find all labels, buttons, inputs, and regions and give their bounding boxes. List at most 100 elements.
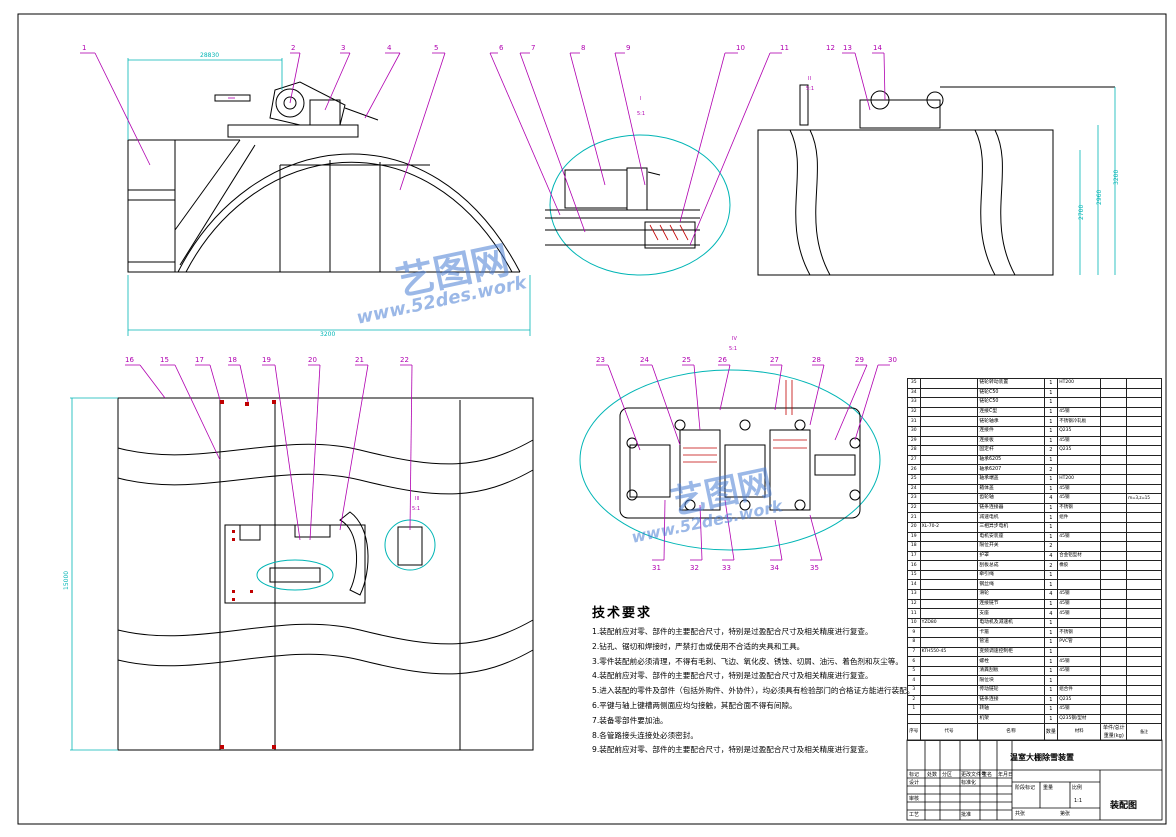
callout-32: 32 (690, 564, 699, 572)
bom-cell-mass (1100, 560, 1128, 571)
callout-16: 16 (125, 356, 134, 364)
callout-2: 2 (291, 44, 295, 52)
bom-cell-code (919, 541, 979, 552)
bom-cell-name: 螺栓 (977, 656, 1045, 667)
tech-line-4: 4.装配前应对零、部件的主要配合尺寸，特别是过盈配合尺寸及相关精度进行复查。 (592, 671, 873, 681)
callout-9: 9 (626, 44, 630, 52)
bom-cell-no: 20 (907, 521, 921, 533)
callout-18: 18 (228, 356, 237, 364)
bom-cell-rem (1126, 704, 1162, 715)
bom-cell-rem (1126, 569, 1162, 581)
bom-cell-qty: 1 (1043, 685, 1059, 696)
bom-cell-qty: 1 (1043, 512, 1059, 523)
bom-header-qty: 数量 (1043, 723, 1059, 742)
bom-cell-no: 4 (907, 675, 921, 686)
bom-cell-code (919, 685, 979, 696)
bom-cell-code (919, 454, 979, 466)
bom-cell-mat: Q235钢/型材 (1057, 713, 1102, 725)
bom-cell-rem (1126, 425, 1162, 437)
bom-cell-qty: 2 (1043, 560, 1059, 571)
technical-requirements-title: 技术要求 (592, 606, 653, 621)
bom-cell-mass (1100, 675, 1128, 686)
bom-cell-mat: 45钢 (1057, 665, 1102, 677)
bom-cell-mass (1100, 531, 1128, 543)
bom-cell-mass (1100, 483, 1128, 495)
bom-cell-qty: 1 (1043, 425, 1059, 437)
bom-cell-name: 传动链轮 (977, 685, 1045, 696)
bom-cell-rem (1126, 531, 1162, 543)
callout-1: 1 (82, 44, 86, 52)
bom-cell-qty: 1 (1043, 521, 1059, 533)
bom-cell-rem (1126, 550, 1162, 562)
title-block-label: 共张 (1015, 811, 1026, 817)
bom-cell-code (919, 387, 979, 399)
bom-cell-code (919, 512, 979, 523)
bom-cell-rem (1126, 675, 1162, 686)
dim-height-b: 2960 (1096, 190, 1103, 205)
bom-cell-mass (1100, 425, 1128, 437)
bom-cell-name: 机架 (977, 713, 1045, 725)
bom-cell-rem (1126, 406, 1162, 418)
plan-view-dimensions (70, 397, 118, 751)
bom-cell-code (919, 550, 979, 562)
bom-cell-rem (1126, 589, 1162, 600)
bom-cell-name: 滑轮 (977, 589, 1045, 600)
callout-11: 11 (780, 44, 789, 52)
bom-cell-no: 35 (907, 378, 921, 389)
bom-cell-qty: 1 (1043, 579, 1059, 591)
bom-header-mass-unit: 重量(kg) (1103, 733, 1124, 740)
callout-27: 27 (770, 356, 779, 364)
bom-cell-no: 23 (907, 493, 921, 504)
bom-cell-qty: 1 (1043, 435, 1059, 447)
callout-17: 17 (195, 356, 204, 364)
bom-cell-code (919, 560, 979, 571)
bom-cell-rem (1126, 483, 1162, 495)
title-block-label: 比例 (1072, 785, 1083, 791)
detail-scale-b: 5:1 (806, 86, 814, 92)
bom-cell-qty: 1 (1043, 569, 1059, 581)
bom-cell-name: 连接链节 (977, 598, 1045, 610)
bom-cell-mass (1100, 387, 1128, 399)
bom-cell-mass (1100, 435, 1128, 447)
bom-cell-no: 1 (907, 704, 921, 715)
side-view (757, 84, 1115, 276)
bom-cell-mat: 合金铝型材 (1057, 550, 1102, 562)
bom-cell-no: 34 (907, 387, 921, 399)
dim-overall-width: 3200 (320, 331, 335, 338)
plan-view (117, 397, 534, 751)
bom-cell-mass (1100, 454, 1128, 466)
callout-15: 15 (160, 356, 169, 364)
detail-scale-a: 5:1 (637, 111, 645, 117)
bom-cell-mat (1057, 617, 1102, 629)
bom-cell-no: 28 (907, 445, 921, 456)
bom-cell-code (919, 675, 979, 686)
bom-cell-code (919, 665, 979, 677)
bom-header-row: 序号 代号 名称 数量 材料 单件/总计重量(kg) 备注 (907, 723, 1162, 742)
bom-cell-mass (1100, 579, 1128, 591)
detail-view-top (545, 134, 731, 276)
technical-requirements: 技术要求 1.装配前应对零、部件的主要配合尺寸，特别是过盈配合尺寸及相关精度进行… (592, 602, 914, 758)
title-block-label: 签名 (982, 772, 993, 778)
bom-cell-name: 牵引绳 (977, 569, 1045, 581)
bom-cell-mass (1100, 397, 1128, 408)
bom-cell-mat: 组合件 (1057, 685, 1102, 696)
callout-35: 35 (810, 564, 819, 572)
bom-cell-mat: Q235 (1057, 425, 1102, 437)
bom-cell-name: 限位开关 (977, 541, 1045, 552)
bom-cell-rem (1126, 473, 1162, 485)
bom-cell-mass (1100, 550, 1128, 562)
tech-line-1: 1.装配前应对零、部件的主要配合尺寸，特别是过盈配合尺寸及相关精度进行复查。 (592, 627, 873, 636)
bom-cell-no: 16 (907, 560, 921, 571)
bom-cell-no: 33 (907, 397, 921, 408)
